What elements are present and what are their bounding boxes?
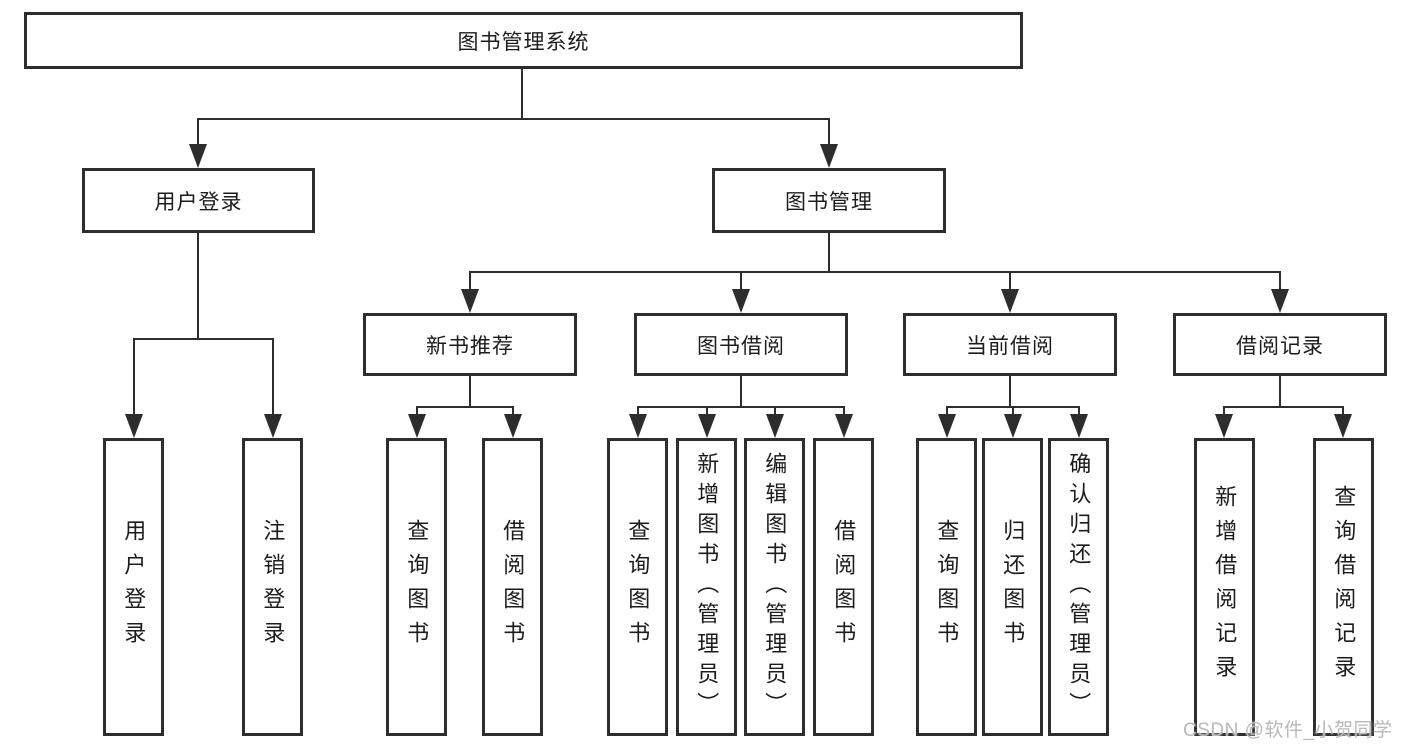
arrowhead-leaf-logout — [264, 414, 282, 438]
connector-drop-current-query — [946, 406, 948, 416]
connector-drop-borrowing-edit — [774, 406, 776, 416]
arrowhead-leaf-login — [125, 414, 143, 438]
node-new-book-recommend: 新书推荐 — [363, 313, 577, 376]
leaf-records-add-borrow-record-label: 新增借阅记录 — [1212, 485, 1238, 689]
csdn-watermark: CSDN @软件_小贺同学 — [1183, 720, 1393, 741]
node-borrow-records: 借阅记录 — [1173, 313, 1387, 376]
leaf-borrowing-edit-book-admin: 编辑图书（管理员） — [744, 438, 805, 736]
leaf-current-confirm-return-admin-label: 确认归还（管理员） — [1066, 452, 1092, 722]
node-root: 图书管理系统 — [24, 12, 1023, 69]
connector-user-login-rail — [133, 338, 274, 340]
leaf-borrowing-add-book-admin: 新增图书（管理员） — [676, 438, 737, 736]
node-current-borrowing: 当前借阅 — [903, 313, 1117, 376]
connector-drop-user-login — [197, 118, 199, 148]
node-book-borrowing-label: 图书借阅 — [697, 334, 785, 358]
node-user-login: 用户登录 — [82, 168, 315, 233]
leaf-current-confirm-return-admin: 确认归还（管理员） — [1048, 438, 1109, 736]
leaf-recommend-query-books: 查询图书 — [386, 438, 447, 736]
leaf-current-return-books: 归还图书 — [982, 438, 1043, 736]
arrowhead-borrowing-add — [698, 414, 716, 438]
connector-user-login-stem — [197, 233, 199, 339]
leaf-logout: 注销登录 — [242, 438, 303, 736]
connector-recommend-stem — [469, 376, 471, 407]
node-root-label: 图书管理系统 — [457, 30, 590, 54]
arrowhead-recommend-query — [408, 414, 426, 438]
connector-drop-current-return — [1012, 406, 1014, 416]
leaf-current-query-books: 查询图书 — [916, 438, 977, 736]
arrowhead-borrow-records — [1271, 289, 1289, 313]
connector-records-rail — [1223, 406, 1344, 408]
connector-root-trunk — [521, 69, 523, 119]
arrowhead-current-borrowing — [1001, 289, 1019, 313]
arrowhead-new-book-recommend — [461, 289, 479, 313]
leaf-current-return-books-label: 归还图书 — [1000, 519, 1026, 655]
connector-current-stem — [1009, 376, 1011, 407]
connector-drop-borrowing-add — [706, 406, 708, 416]
connector-drop-leaf-login — [133, 338, 135, 416]
connector-drop-recommend-borrow — [512, 406, 514, 416]
leaf-borrowing-edit-book-admin-label: 编辑图书（管理员） — [762, 452, 788, 722]
leaf-user-login: 用户登录 — [103, 438, 164, 736]
node-borrow-records-label: 借阅记录 — [1236, 334, 1324, 358]
connector-drop-records-add — [1223, 406, 1225, 416]
leaf-borrowing-query-books-label: 查询图书 — [625, 519, 651, 655]
connector-drop-new-book-recommend — [469, 271, 471, 291]
connector-drop-recommend-query — [416, 406, 418, 416]
leaf-records-query-borrow-record-label: 查询借阅记录 — [1331, 485, 1357, 689]
connector-drop-leaf-logout — [272, 338, 274, 416]
connector-borrowing-rail — [637, 406, 845, 408]
arrowhead-recommend-borrow — [504, 414, 522, 438]
arrowhead-borrowing-borrow — [835, 414, 853, 438]
connector-borrowing-stem — [740, 376, 742, 407]
leaf-recommend-query-books-label: 查询图书 — [404, 519, 430, 655]
connector-records-stem — [1279, 376, 1281, 407]
connector-drop-current-confirm — [1078, 406, 1080, 416]
connector-drop-book-borrowing — [740, 271, 742, 291]
connector-drop-book-management — [828, 118, 830, 148]
arrowhead-book-borrowing — [732, 289, 750, 313]
connector-level3-rail — [469, 271, 1281, 273]
leaf-records-add-borrow-record: 新增借阅记录 — [1194, 438, 1255, 736]
leaf-recommend-borrow-books-label: 借阅图书 — [500, 519, 526, 655]
connector-drop-current-borrowing — [1009, 271, 1011, 291]
node-current-borrowing-label: 当前借阅 — [966, 334, 1054, 358]
connector-drop-borrow-records — [1279, 271, 1281, 291]
leaf-borrowing-query-books: 查询图书 — [607, 438, 668, 736]
node-book-management-label: 图书管理 — [785, 190, 873, 214]
connector-book-management-stem — [828, 233, 830, 273]
node-book-borrowing: 图书借阅 — [634, 313, 848, 376]
connector-level2-rail — [197, 118, 830, 120]
arrowhead-current-confirm — [1070, 414, 1088, 438]
connector-drop-borrowing-borrow — [843, 406, 845, 416]
leaf-borrowing-borrow-books: 借阅图书 — [813, 438, 874, 736]
leaf-current-query-books-label: 查询图书 — [934, 519, 960, 655]
arrowhead-book-management — [820, 144, 838, 168]
leaf-recommend-borrow-books: 借阅图书 — [482, 438, 543, 736]
connector-drop-borrowing-query — [637, 406, 639, 416]
arrowhead-borrowing-query — [629, 414, 647, 438]
node-new-book-recommend-label: 新书推荐 — [426, 334, 514, 358]
leaf-borrowing-borrow-books-label: 借阅图书 — [831, 519, 857, 655]
arrowhead-records-add — [1215, 414, 1233, 438]
arrowhead-current-return — [1004, 414, 1022, 438]
leaf-logout-label: 注销登录 — [260, 519, 286, 655]
leaf-records-query-borrow-record: 查询借阅记录 — [1313, 438, 1374, 736]
leaf-user-login-label: 用户登录 — [121, 519, 147, 655]
connector-drop-records-query — [1342, 406, 1344, 416]
connector-recommend-rail — [416, 406, 514, 408]
leaf-borrowing-add-book-admin-label: 新增图书（管理员） — [694, 452, 720, 722]
node-book-management: 图书管理 — [712, 168, 946, 233]
node-user-login-label: 用户登录 — [154, 190, 243, 214]
arrowhead-user-login — [189, 144, 207, 168]
arrowhead-records-query — [1334, 414, 1352, 438]
arrowhead-borrowing-edit — [766, 414, 784, 438]
arrowhead-current-query — [938, 414, 956, 438]
